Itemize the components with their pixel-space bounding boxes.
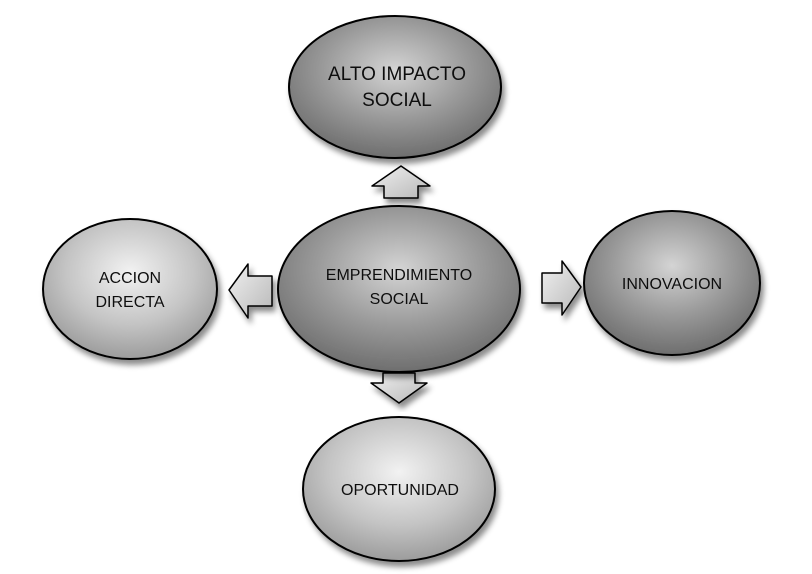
node-bottom-line1: OPORTUNIDAD: [341, 482, 459, 499]
node-innovacion: INNOVACION: [583, 210, 761, 356]
arrow-down-icon: [370, 372, 428, 404]
arrow-right-icon: [541, 260, 582, 316]
node-left-line1: ACCION: [99, 270, 161, 287]
node-accion-directa: ACCION DIRECTA: [42, 218, 218, 360]
node-emprendimiento-social: EMPRENDIMIENTO SOCIAL: [277, 205, 521, 373]
node-right-line1: INNOVACION: [622, 276, 722, 293]
node-center-line2: SOCIAL: [370, 291, 429, 308]
arrow-left-icon: [228, 263, 273, 319]
arrow-up-icon: [371, 165, 431, 199]
node-center-line1: EMPRENDIMIENTO: [326, 267, 472, 284]
node-top-line2: SOCIAL: [362, 90, 432, 111]
node-top-line1: ALTO IMPACTO: [328, 64, 466, 85]
node-alto-impacto-social: ALTO IMPACTO SOCIAL: [288, 15, 502, 159]
node-left-line2: DIRECTA: [95, 294, 164, 311]
node-oportunidad: OPORTUNIDAD: [302, 416, 496, 562]
